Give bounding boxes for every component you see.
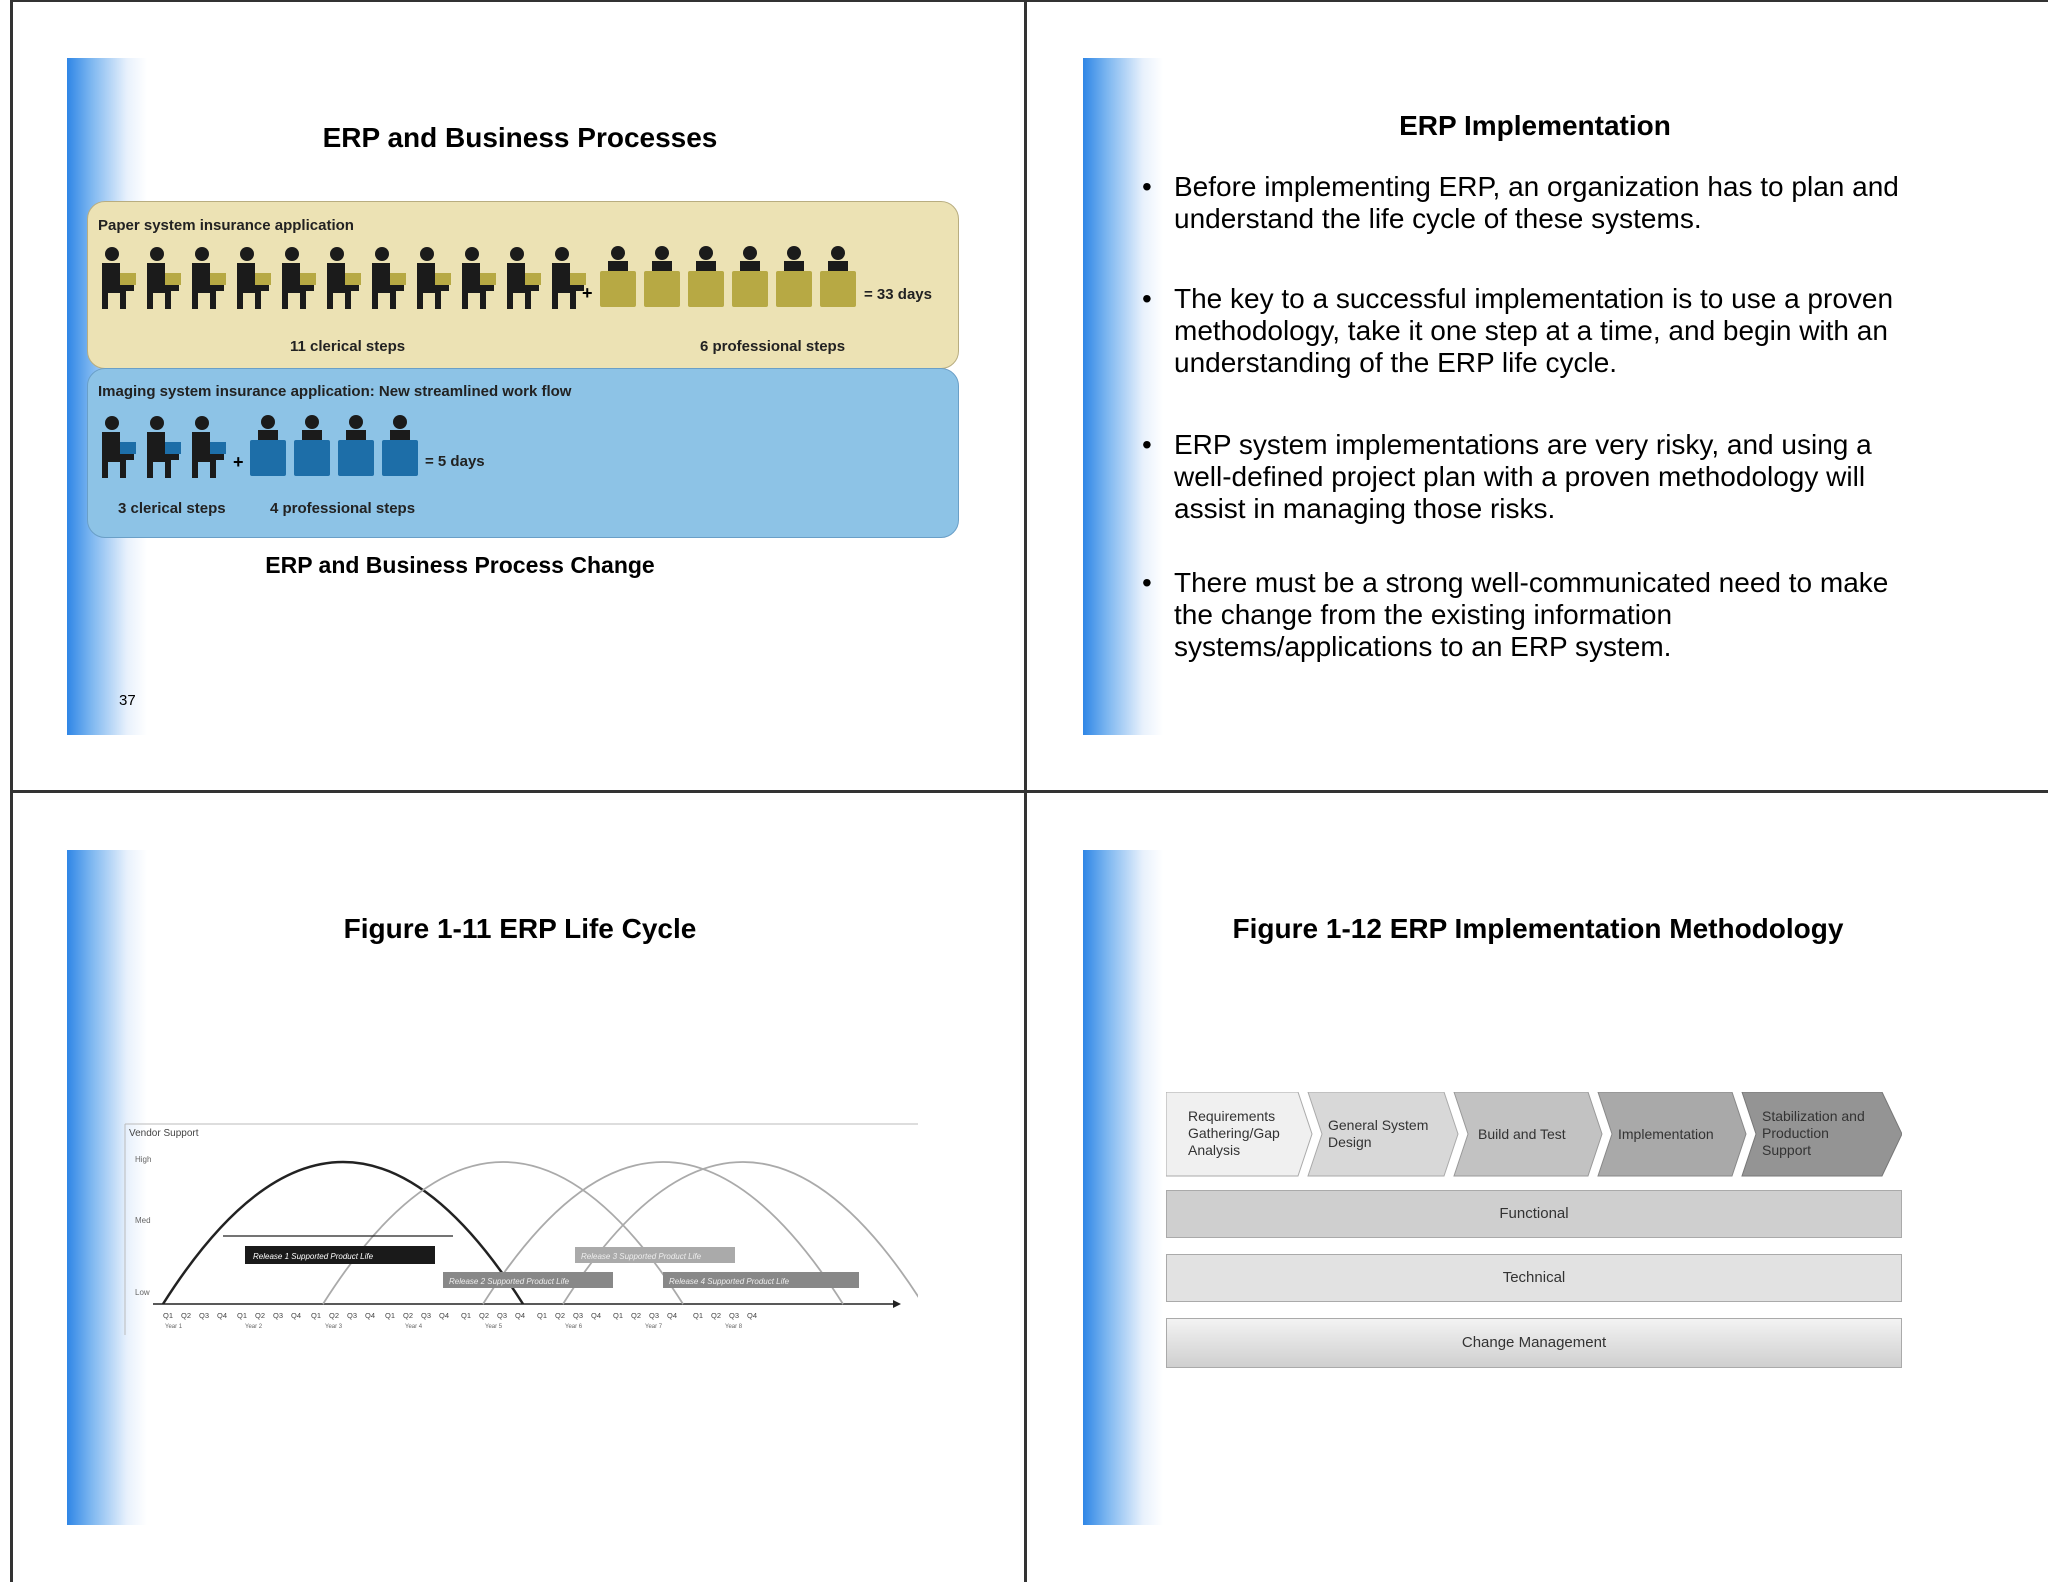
page-border-top	[10, 0, 2048, 2]
svg-text:Q2: Q2	[711, 1311, 721, 1320]
y-axis-title: Vendor Support	[129, 1128, 199, 1139]
svg-text:Q2: Q2	[555, 1311, 565, 1320]
track-technical: Technical	[1166, 1254, 1902, 1302]
svg-text:Q2: Q2	[329, 1311, 339, 1320]
svg-text:Q1: Q1	[163, 1311, 173, 1320]
svg-text:Q4: Q4	[591, 1311, 601, 1320]
quarter-ticks: Q1 Q2 Q3 Q4 Q1 Q2 Q3 Q4 Q1 Q2 Q3 Q4 Q1 Q2 Q3 Q4 Q1 Q2…	[163, 1311, 757, 1320]
svg-text:Q3: Q3	[347, 1311, 357, 1320]
methodology-phases	[1166, 1092, 1902, 1177]
svg-text:Q4: Q4	[439, 1311, 449, 1320]
page-number: 37	[119, 692, 136, 709]
svg-text:Year 3: Year 3	[325, 1324, 343, 1330]
svg-text:Year 6: Year 6	[565, 1324, 583, 1330]
svg-text:Q1: Q1	[537, 1311, 547, 1320]
svg-text:Q3: Q3	[649, 1311, 659, 1320]
slide-title: ERP Implementation	[1399, 110, 1671, 141]
svg-text:Year 8: Year 8	[725, 1324, 743, 1330]
bullet-item: •The key to a successful implementation …	[1142, 283, 1894, 378]
svg-text:Year 7: Year 7	[645, 1324, 663, 1330]
svg-text:Q1: Q1	[237, 1311, 247, 1320]
figure-caption: ERP and Business Process Change	[265, 552, 655, 578]
slide-gradient	[1083, 850, 1163, 1525]
svg-text:Year 4: Year 4	[405, 1324, 423, 1330]
track-functional: Functional	[1166, 1190, 1902, 1238]
slide-title: Figure 1-12 ERP Implementation Methodolo…	[1232, 913, 1844, 944]
imaging-system-panel	[87, 368, 959, 538]
svg-text:Year 2: Year 2	[245, 1324, 263, 1330]
y-level-low: Low	[135, 1288, 150, 1297]
svg-text:Q3: Q3	[573, 1311, 583, 1320]
slide-gradient	[67, 850, 147, 1525]
phase-general-system-design: General System Design	[1328, 1117, 1429, 1150]
bullet-item: •ERP system implementations are very ris…	[1142, 429, 1872, 524]
erp-life-cycle-chart: Vendor Support High Med Low Release 1 Su…	[124, 1123, 918, 1335]
phase-build-and-test: Build and Test	[1478, 1126, 1566, 1142]
horizontal-divider	[10, 790, 2048, 793]
slide-title: ERP and Business Processes	[322, 122, 718, 153]
svg-text:Q4: Q4	[667, 1311, 677, 1320]
professional-workers-icon-row	[600, 246, 856, 307]
phase-stabilization: Stabilization and Production Support	[1762, 1108, 1865, 1158]
paper-clerical-steps: 11 clerical steps	[290, 338, 406, 355]
svg-text:Q3: Q3	[421, 1311, 431, 1320]
svg-text:Q3: Q3	[497, 1311, 507, 1320]
svg-text:Q2: Q2	[631, 1311, 641, 1320]
bullet-item: •Before implementing ERP, an organizatio…	[1142, 171, 1899, 234]
imaging-system-label: Imaging system insurance application: Ne…	[98, 383, 572, 400]
svg-text:Q4: Q4	[515, 1311, 525, 1320]
phase-requirements: Requirements Gathering/Gap Analysis	[1188, 1108, 1280, 1158]
year-ticks: Year 1 Year 2 Year 3 Year 4 Year 5 Year 6 Y…	[165, 1324, 743, 1330]
paper-professional-steps: 6 professional steps	[700, 338, 846, 355]
y-level-high: High	[135, 1155, 151, 1164]
imaging-result: = 5 days	[425, 453, 485, 470]
svg-text:Q4: Q4	[747, 1311, 757, 1320]
svg-text:Q2: Q2	[479, 1311, 489, 1320]
slide-gradient	[1083, 58, 1163, 735]
svg-text:Q2: Q2	[181, 1311, 191, 1320]
imaging-plus-sign: +	[233, 452, 244, 472]
imaging-clerical-icon-row	[102, 416, 226, 478]
svg-text:Q1: Q1	[385, 1311, 395, 1320]
bullet-list: •Before implementing ERP, an organizatio…	[1142, 171, 1928, 691]
track-change-management: Change Management	[1166, 1318, 1902, 1368]
paper-system-label: Paper system insurance application	[98, 217, 354, 234]
svg-text:Q1: Q1	[311, 1311, 321, 1320]
release-1-label: Release 1 Supported Product Life	[253, 1252, 374, 1261]
svg-text:Q3: Q3	[273, 1311, 283, 1320]
svg-text:Q2: Q2	[255, 1311, 265, 1320]
svg-text:Q1: Q1	[461, 1311, 471, 1320]
svg-text:Q4: Q4	[365, 1311, 375, 1320]
imaging-clerical-steps: 3 clerical steps	[118, 500, 226, 517]
phase-implementation: Implementation	[1618, 1126, 1714, 1142]
svg-text:Q1: Q1	[693, 1311, 703, 1320]
svg-text:Q4: Q4	[217, 1311, 227, 1320]
svg-text:Q3: Q3	[199, 1311, 209, 1320]
svg-text:Q2: Q2	[403, 1311, 413, 1320]
release-3-curve	[482, 1161, 844, 1305]
slide-title: Figure 1-11 ERP Life Cycle	[343, 913, 697, 944]
bullet-item: •There must be a strong well-communicate…	[1142, 567, 1889, 662]
paper-result: = 33 days	[864, 286, 932, 303]
plus-sign: +	[582, 283, 593, 303]
svg-text:Q4: Q4	[291, 1311, 301, 1320]
svg-text:Q1: Q1	[613, 1311, 623, 1320]
svg-text:Year 5: Year 5	[485, 1324, 503, 1330]
imaging-professional-icon-row	[250, 415, 418, 476]
clerical-workers-icon-row	[102, 247, 586, 309]
svg-text:Year 1: Year 1	[165, 1324, 183, 1330]
imaging-professional-steps: 4 professional steps	[270, 500, 416, 517]
release-1-curve	[161, 1160, 525, 1305]
release-4-curve	[562, 1161, 918, 1305]
release-2-label: Release 2 Supported Product Life	[449, 1277, 570, 1286]
svg-text:Q3: Q3	[729, 1311, 739, 1320]
y-level-med: Med	[135, 1216, 151, 1225]
release-3-label: Release 3 Supported Product Life	[581, 1252, 702, 1261]
release-4-label: Release 4 Supported Product Life	[669, 1277, 790, 1286]
